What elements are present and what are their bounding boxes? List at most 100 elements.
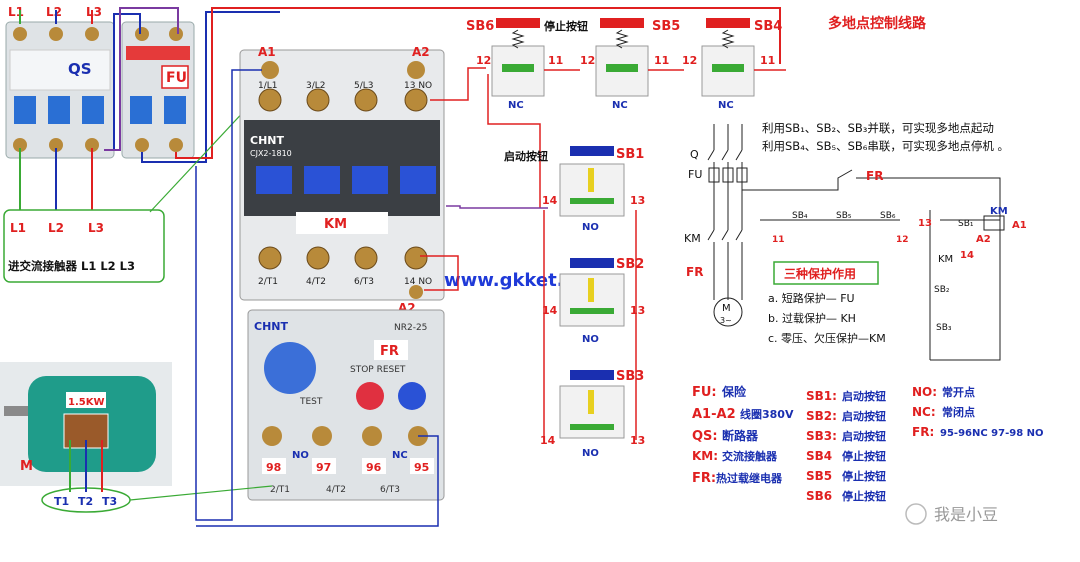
legend-no-key: NO: [912,385,937,399]
stop-button-sb5: SB5 12 11 NC [580,18,680,111]
start-button-sb1: 启动按钮 SB1 14 13 NO [504,146,645,233]
schem-sb5: SB₅ [836,211,852,221]
motor-m: 1.5KW M T1 T2 T3 [0,362,273,513]
control-wires [195,67,637,527]
legend-fr-value: 热过载继电器 [716,471,783,485]
sb5-label: SB5 [652,19,680,34]
sb2-type: NO [582,334,599,345]
km-bottom-terminal-1: 2/T1 [258,277,278,287]
fr-contact-98: 98 [266,461,281,474]
fr-test-label: TEST [299,397,323,407]
protection-item-b: b. 过载保护— KH [768,311,856,325]
sb6-right-terminal: 11 [548,54,563,67]
km-top-terminal-2: 3/L2 [306,81,326,91]
input-wires [19,7,781,210]
fr-contact-95: 95 [414,461,429,474]
legend-sb2-key: SB2: [806,409,837,423]
stop-button-sb4: SB4 12 11 NC [682,18,782,111]
schem-fr: FR [686,265,703,279]
legend-no-value: 常开点 [942,385,975,399]
km-top-terminal-4: 13 NO [404,81,432,91]
protection-item-a: a. 短路保护— FU [768,291,855,305]
legend-fu-value: 保险 [721,384,747,399]
legend-nc-value: 常闭点 [942,405,975,419]
legend-fr2-key: FR: [912,425,934,439]
sb1-right-terminal: 13 [630,194,645,207]
wechat-mark: 我是小豆 [905,503,998,525]
fr-output-2: 4/T2 [326,485,346,495]
legend-sb3-value: 启动按钮 [842,429,886,443]
fr-output-1: 2/T1 [270,485,290,495]
protection-box: 三种保护作用 a. 短路保护— FU b. 过载保护— KH c. 零压、欠压保… [768,261,886,345]
legend-sb6-value: 停止按钮 [842,489,886,503]
fr-no-label: NO [292,450,309,461]
input-terminal-l2: L2 [48,221,64,235]
legend-fr2-value: 95-96NC 97-98 NO [940,428,1044,439]
legend-mid: SB1: 启动按钮 SB2: 启动按钮 SB3: 启动按钮 SB4 停止按钮 S… [806,389,886,503]
motor-terminal-t3: T3 [102,495,117,508]
fr-contact-96: 96 [366,461,382,474]
legend-sb2-value: 启动按钮 [842,409,886,423]
sb5-left-terminal: 12 [580,54,595,67]
diagram-title: 多地点控制线路 [828,15,927,32]
fr-nc-label: NC [392,450,408,461]
fr-contact-97: 97 [316,461,331,474]
schem-km-coil: KM [990,206,1008,217]
legend-sb1-value: 启动按钮 [842,389,886,403]
schem-t11: 11 [772,235,785,245]
motor-terminal-t2: T2 [78,495,93,508]
schem-q: Q [690,148,699,161]
sb3-left-terminal: 14 [540,434,556,447]
schem-t14: 14 [960,250,974,261]
schem-fr2: FR [866,169,883,183]
schem-t13: 13 [918,218,932,229]
wechat-icon [905,503,927,525]
legend-sb6-key: SB6 [806,489,832,503]
sb2-right-terminal: 13 [630,304,645,317]
schem-km: KM [684,232,701,245]
coil-a1-label: A1 [258,45,276,59]
protection-title: 三种保护作用 [784,266,856,281]
schem-sb3: SB₃ [936,323,952,333]
sb1-label: SB1 [616,147,644,162]
legend-km-value: 交流接触器 [722,449,778,463]
legend-fu-key: FU: [692,385,717,400]
sb6-label: SB6 [466,19,494,34]
motor-terminal-t1: T1 [54,495,69,508]
motor-power: 1.5KW [68,397,105,408]
note-parallel: 利用SB₁、SB₂、SB₃并联，可实现多地点起动 [762,121,994,135]
start-button-sb3: SB3 14 13 NO [540,369,645,459]
schem-sb6: SB₆ [880,211,896,221]
sb1-type: NO [582,222,599,233]
fr-brand: CHNT [254,320,288,333]
fr-model: NR2-25 [394,323,427,333]
legend-fr-key: FR: [692,471,716,486]
legend-sb5-key: SB5 [806,469,832,483]
schem-3phase: 3~ [720,316,732,325]
fr-output-3: 6/T3 [380,485,400,495]
legend-a1a2-key: A1-A2 [692,407,736,422]
sb6-left-terminal: 12 [476,54,491,67]
legend-qs-value: 断路器 [722,428,759,443]
km-bottom-terminal-2: 4/T2 [306,277,326,287]
legend-sb4-key: SB4 [806,449,832,463]
legend-a1a2-value: 线圈380V [740,407,794,421]
breaker-qs: L1 L2 L3 QS [5,5,115,159]
input-terminal-l3: L3 [88,221,104,235]
thermal-relay-fr: CHNT NR2-25 TEST FR STOP RESET NO NC 98 … [247,309,445,501]
legend-qs-key: QS: [692,429,718,444]
input-terminal-l1: L1 [10,221,26,235]
start-buttons: 启动按钮 SB1 14 13 NO SB2 14 13 NO SB3 1 [504,146,645,459]
contactor-km: A1 A2 1/L1 3/L2 5/L3 13 NO CHNT CJX2-181… [239,45,445,315]
legend-left: FU: 保险 A1-A2 线圈380V QS: 断路器 KM: 交流接触器 FR… [692,384,794,486]
fr-label: FR [380,344,399,359]
input-caption: 进交流接触器 L1 L2 L3 [8,259,135,273]
km-brand: CHNT [250,134,284,147]
sb2-label: SB2 [616,257,644,272]
breaker-terminal-l2: L2 [46,5,62,19]
sb4-left-terminal: 12 [682,54,697,67]
sb5-type: NC [612,100,628,111]
schem-a2: A2 [976,234,991,245]
schem-m: M [722,303,731,314]
km-top-terminal-3: 5/L3 [354,81,374,91]
